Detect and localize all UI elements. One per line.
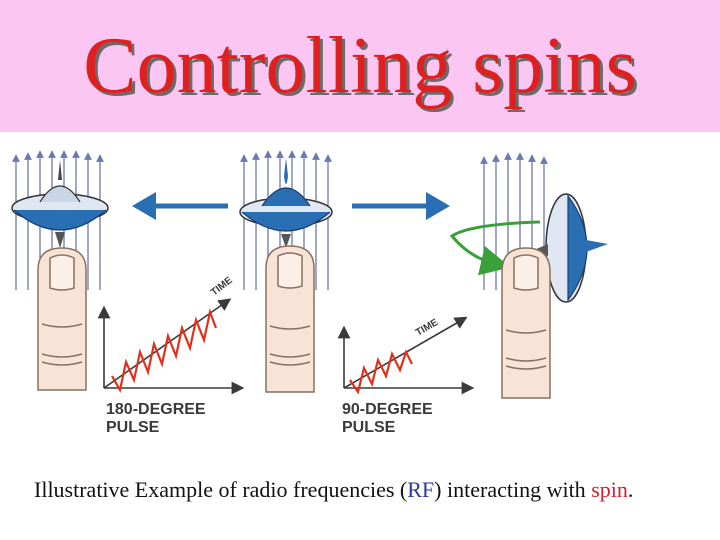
caption-text-3: . xyxy=(627,477,634,502)
rf-wave-180 xyxy=(111,308,218,394)
caption-rf: RF xyxy=(407,477,435,502)
caption-text-2: ) interacting with xyxy=(434,477,592,502)
blue-arrow-right xyxy=(352,192,450,220)
caption-text-1: Illustrative Example of radio frequencie… xyxy=(34,477,408,502)
time-label-180: TIME xyxy=(209,275,235,299)
finger-middle xyxy=(265,245,315,393)
pulse-label-90-line1: 90-DEGREE xyxy=(342,401,433,418)
spinning-top-right xyxy=(534,193,608,303)
blue-arrow-left xyxy=(132,192,228,220)
pulse-label-180-line1: 180-DEGREE xyxy=(106,401,206,418)
spinning-top-middle xyxy=(239,158,333,248)
pulse-label-180-line2: PULSE xyxy=(106,419,160,436)
title-band xyxy=(0,0,720,132)
pulse-axes-90 xyxy=(337,316,475,395)
finger-right xyxy=(501,247,551,399)
figure-caption: Illustrative Example of radio frequencie… xyxy=(34,476,714,504)
caption-spin: spin xyxy=(591,477,628,502)
finger-left xyxy=(37,247,87,391)
slide-title: Controlling spins xyxy=(83,22,637,110)
precession-arrow xyxy=(449,220,541,276)
spin-illustration: TIME 180-DEGREE PULSE TIME 90-DEGREE PUL… xyxy=(11,150,608,436)
pulse-label-90-line2: PULSE xyxy=(342,419,396,436)
rf-wave-90 xyxy=(349,349,413,395)
spinning-top-left xyxy=(11,160,109,248)
